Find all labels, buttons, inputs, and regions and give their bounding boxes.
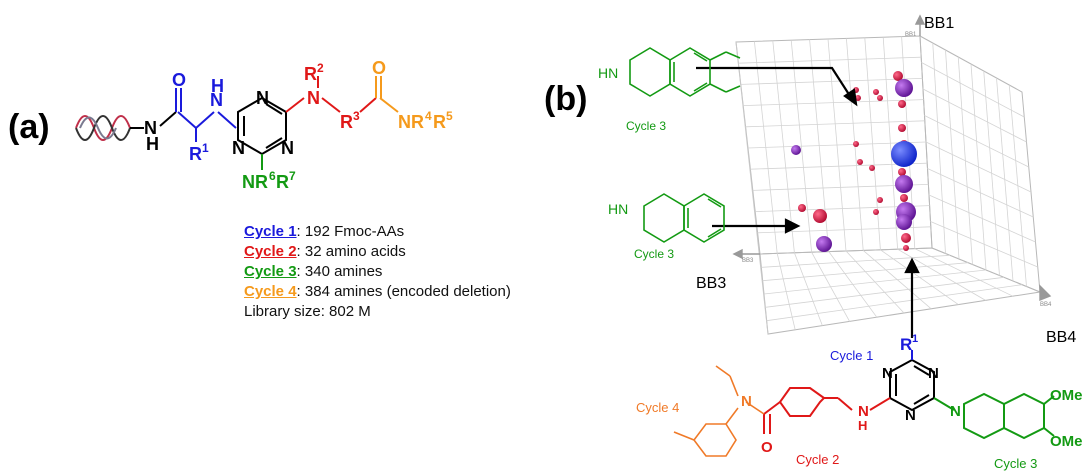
ome1-label: OMe [1050, 387, 1083, 404]
tetrahydroisoquinoline-top [629, 47, 741, 97]
scatter-point [877, 197, 883, 203]
r4-sup: 4 [425, 109, 432, 123]
hn-top-label: HN [598, 65, 618, 81]
r5-label: R [433, 112, 446, 132]
bb3-axis-label: BB3 [696, 275, 726, 292]
hit-molecule: R 1 N N N N N H N O OMe OMe [673, 333, 1083, 457]
r5-sup: 5 [446, 109, 453, 123]
n-r2-label: N [307, 88, 320, 108]
carbonyl-o-label: O [172, 70, 186, 90]
bb4-axis-label: BB4 [1046, 329, 1076, 346]
triazine-n3-label: N [281, 138, 294, 158]
r7-label: R [276, 172, 289, 192]
scatter-point [898, 100, 906, 108]
scatter-point [873, 209, 879, 215]
hit-amide-n-label: N [741, 393, 752, 410]
scatter-point [893, 71, 903, 81]
scatter-point [798, 204, 806, 212]
nh-h-label: H [211, 76, 224, 96]
r1-bottom-sup: 1 [912, 333, 918, 345]
bb1-axis-label: BB1 [924, 15, 954, 32]
nr6r7-label: NR [242, 172, 268, 192]
scatter-point [901, 233, 911, 243]
carbonyl-o2-label: O [372, 58, 386, 78]
cycle2-annotation: Cycle 2 [796, 452, 839, 467]
scatter-point [877, 95, 883, 101]
scatter-point [816, 236, 832, 252]
r3-sup: 3 [353, 109, 360, 123]
legend-cycle-4: Cycle 4: 384 amines (encoded deletion) [244, 283, 511, 300]
hit-n2-label: N [928, 365, 939, 382]
scatter-point [873, 89, 879, 95]
hn-mid-label: HN [608, 201, 628, 217]
r1-bottom-label: R [900, 335, 912, 354]
r1-sup: 1 [202, 141, 209, 155]
amide-n-label: N [144, 118, 157, 138]
scatter-point [903, 245, 909, 251]
amide-h-label: H [146, 134, 159, 154]
ome2-label: OMe [1050, 433, 1083, 450]
bb3-small-label: BB3 [742, 258, 754, 264]
dna-helix-icon [75, 115, 131, 141]
library-size: Library size: 802 M [244, 303, 371, 320]
cycle1-annotation: Cycle 1 [830, 348, 873, 363]
hit-o-label: O [761, 439, 773, 456]
nr4r5-label: NR [398, 112, 424, 132]
panel-a-label: (a) [8, 108, 50, 146]
panel-a-structure: O N H R 1 N H N N N R 2 N R 3 O NR 4 R 5… [75, 58, 453, 192]
bb1-small-label: BB1 [905, 32, 917, 38]
legend-cycle-1: Cycle 1: 192 Fmoc-AAs [244, 223, 405, 240]
cycle4-annotation: Cycle 4 [636, 400, 679, 415]
r6-sup: 6 [269, 169, 276, 183]
scatter-point [891, 141, 917, 167]
scatter-point [857, 159, 863, 165]
scatter-point [853, 141, 859, 147]
hit-nh-n-label: N [858, 403, 869, 420]
legend-cycle-2: Cycle 2: 32 amino acids [244, 243, 406, 260]
scatter-point [896, 214, 912, 230]
library-legend: Cycle 1: 192 Fmoc-AAs Cycle 2: 32 amino … [244, 222, 511, 322]
hit-nh-h-label: H [858, 418, 867, 433]
r7-sup: 7 [289, 169, 296, 183]
hit-n3-label: N [905, 407, 916, 424]
scatter-point [898, 168, 906, 176]
triazine-n1-label: N [256, 88, 269, 108]
scatter-3d-box [735, 35, 1042, 335]
scatter-point [869, 165, 875, 171]
scatter-points [791, 71, 917, 252]
scatter-point [791, 145, 801, 155]
r1-label: R [189, 144, 202, 164]
scatter-point [895, 175, 913, 193]
scatter-point [895, 79, 913, 97]
r2-sup: 2 [317, 61, 324, 75]
cycle3-mid-annotation: Cycle 3 [634, 247, 674, 261]
legend-cycle-3: Cycle 3: 340 amines [244, 263, 383, 280]
tetrahydroisoquinoline-mid [643, 193, 725, 243]
nh-n-label: N [210, 90, 223, 110]
r2-label: R [304, 64, 317, 84]
cycle3-bottom-annotation: Cycle 3 [994, 456, 1037, 471]
hit-n1-label: N [882, 365, 893, 382]
hit-n4-label: N [950, 403, 961, 420]
scatter-point [855, 95, 861, 101]
triazine-n2-label: N [232, 138, 245, 158]
scatter-point [898, 124, 906, 132]
bb4-small-label: BB4 [1040, 302, 1052, 308]
cycle3-top-annotation: Cycle 3 [626, 119, 666, 133]
panel-b-label: (b) [544, 80, 588, 118]
scatter-point [813, 209, 827, 223]
r3-label: R [340, 112, 353, 132]
scatter-point [900, 194, 908, 202]
